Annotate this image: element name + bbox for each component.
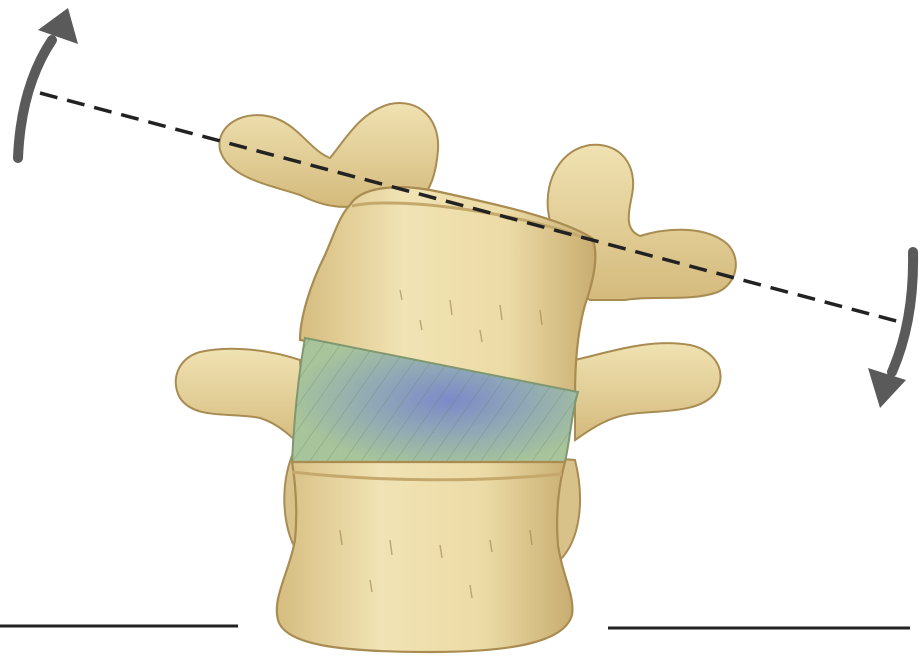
curved-arrow-up-icon (18, 8, 78, 158)
right-transverse-process (575, 343, 721, 440)
lower-vertebral-body (277, 462, 573, 652)
left-transverse-process (176, 349, 305, 450)
curved-arrow-down-icon (868, 252, 913, 408)
